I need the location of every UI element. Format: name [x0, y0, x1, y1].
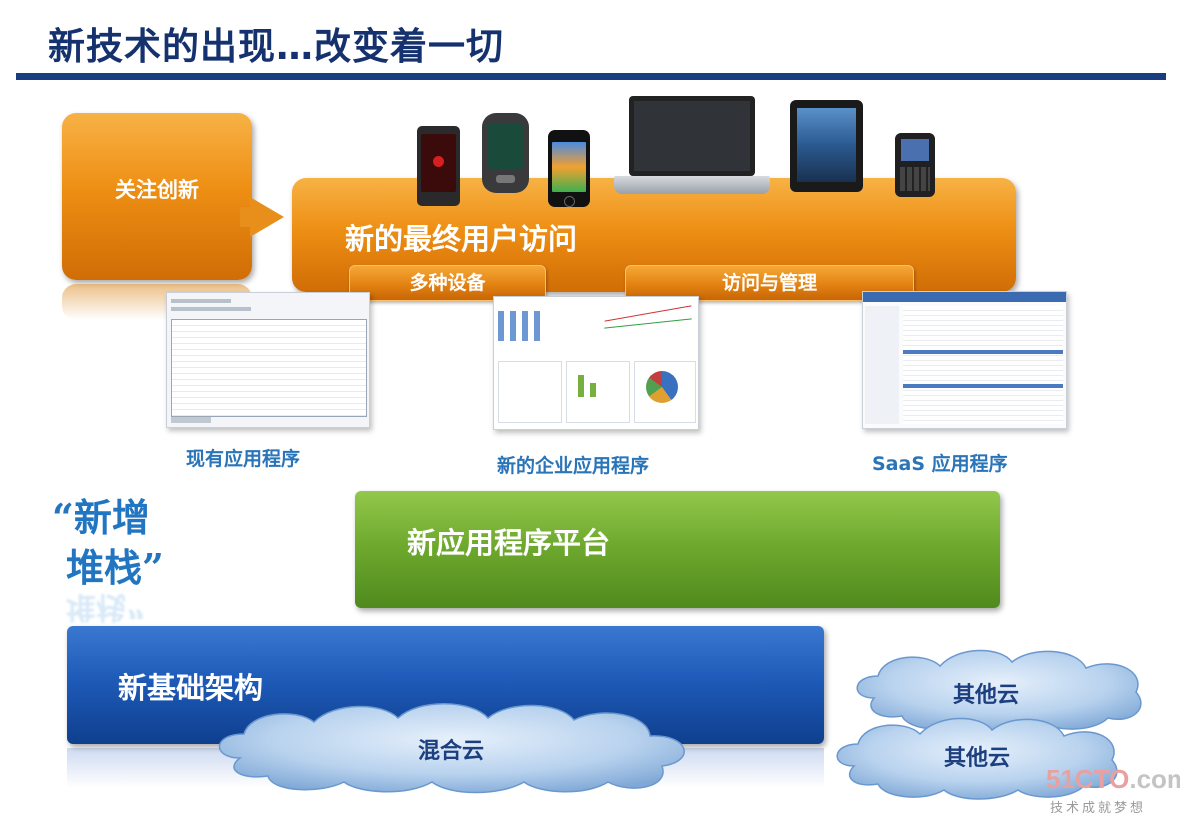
enterprise-apps-caption: 新的企业应用程序 [497, 455, 650, 477]
existing-apps-caption: 现有应用程序 [186, 448, 301, 470]
focus-innovation-box [62, 113, 252, 280]
end-user-access-label: 新的最终用户访问 [345, 222, 578, 256]
infrastructure-label: 新基础架构 [118, 671, 264, 705]
page-title: 新技术的出现…改变着一切 [48, 25, 504, 68]
arrow-right-icon [250, 197, 284, 237]
new-stack-title-line2: 堆栈” [66, 545, 164, 590]
watermark-part-a: 51 [1046, 764, 1075, 794]
laptop-icon [629, 96, 755, 176]
app-platform-label: 新应用程序平台 [407, 526, 611, 560]
phone-icon [895, 133, 935, 197]
hybrid-cloud-label: 混合云 [418, 739, 485, 764]
cloud-icon [836, 717, 1118, 800]
watermark-part-c: .com [1129, 764, 1180, 794]
watermark-logo: 51CTO.com [1046, 764, 1180, 795]
tablet-icon [790, 100, 863, 192]
watermark-slogan: 技术成就梦想 [1050, 801, 1147, 816]
saas-apps-caption: SaaS 应用程序 [872, 453, 1008, 475]
existing-app-screenshot [166, 292, 370, 428]
title-divider [16, 73, 1166, 80]
new-stack-title-line1: “新增 [52, 495, 150, 540]
saas-app-screenshot [862, 291, 1067, 429]
laptop-base [614, 176, 770, 194]
watermark-part-b: CTO [1074, 764, 1130, 794]
new-stack-title: “新增 堆栈” [52, 493, 164, 593]
app-platform-box [355, 491, 1000, 608]
focus-innovation-label: 关注创新 [115, 178, 199, 202]
multiple-devices-label: 多种设备 [349, 265, 546, 301]
phone-icon [417, 126, 460, 206]
smartphone-icon [482, 113, 529, 193]
other-cloud-label-bottom: 其他云 [944, 746, 1011, 771]
other-cloud-label-top: 其他云 [953, 683, 1020, 708]
hybrid-cloud-icon [218, 703, 685, 794]
smartphone-icon [548, 130, 590, 207]
enterprise-app-screenshot [493, 296, 699, 430]
